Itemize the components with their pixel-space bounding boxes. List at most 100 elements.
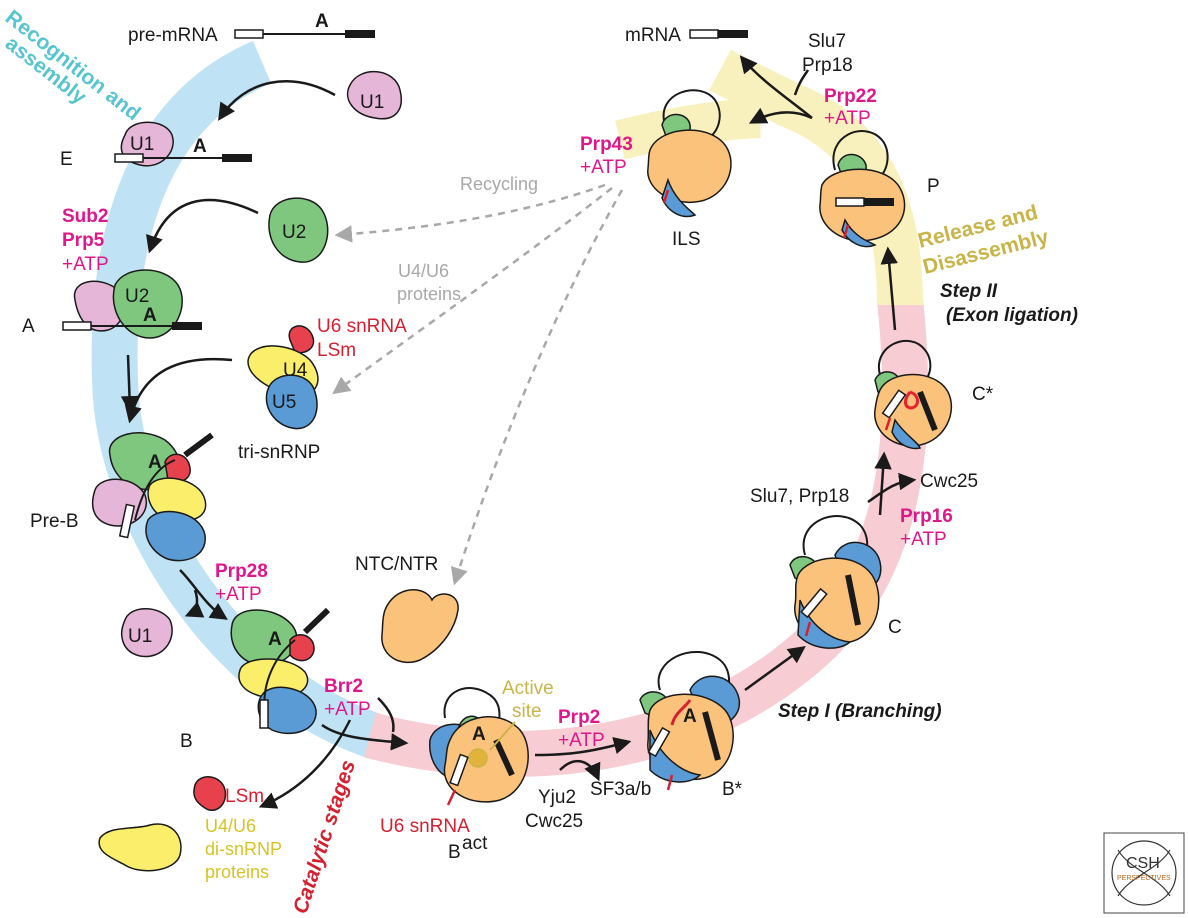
- svg-text:(Exon ligation): (Exon ligation): [946, 305, 1078, 326]
- svg-text:site: site: [512, 701, 542, 722]
- svg-text:+ATP: +ATP: [580, 157, 627, 178]
- arrow-bact-to-bstar: [534, 737, 632, 757]
- svg-text:proteins: proteins: [205, 862, 269, 882]
- arrow-cwc25-release: [867, 472, 917, 504]
- svg-text:ILS: ILS: [672, 229, 701, 250]
- slu7-prp18-label: Slu7 Prp18: [802, 31, 853, 76]
- arrow-c-to-cstar: [874, 451, 892, 516]
- svg-text:Active: Active: [502, 678, 554, 699]
- svg-text:A: A: [683, 706, 697, 727]
- svg-text:Prp18: Prp18: [802, 55, 853, 76]
- svg-text:U5: U5: [272, 392, 296, 413]
- svg-text:Step II: Step II: [940, 281, 998, 302]
- svg-text:mRNA: mRNA: [625, 25, 681, 46]
- svg-text:+ATP: +ATP: [62, 254, 109, 275]
- svg-text:A: A: [143, 305, 157, 326]
- u1-released: U1: [121, 608, 173, 658]
- catalytic-label: Catalytic stages: [289, 757, 360, 916]
- arrow-u1-release: [184, 589, 205, 618]
- svg-text:+ATP: +ATP: [558, 730, 605, 751]
- svg-text:U4/U6: U4/U6: [205, 816, 256, 836]
- svg-text:A: A: [472, 724, 486, 745]
- arrow-preb-to-b: [179, 569, 228, 620]
- svg-text:U1: U1: [360, 92, 384, 113]
- brr2-label: Brr2 +ATP: [324, 676, 371, 720]
- complex-bact: A U6 snRNA B act Active site: [380, 678, 554, 863]
- svg-text:CSH: CSH: [1126, 855, 1160, 872]
- svg-text:U2: U2: [125, 286, 149, 307]
- slu7-prp18-cwc25-label: Slu7, Prp18 Cwc25: [750, 471, 978, 507]
- arrow-bstar-to-c: [744, 645, 806, 692]
- prp22-label: Prp22 +ATP: [824, 86, 877, 129]
- svg-text:U4/U6: U4/U6: [398, 261, 449, 281]
- u46-di-snrnp-proteins: U4/U6 di-snRNP proteins: [98, 816, 282, 882]
- svg-text:Cwc25: Cwc25: [920, 471, 978, 492]
- svg-text:Yju2: Yju2: [538, 787, 576, 808]
- prp28-label: Prp28 +ATP: [215, 561, 268, 605]
- prp16-label: Prp16 +ATP: [900, 506, 953, 550]
- csh-perspectives-logo: CSH PERSPECTIVES: [1103, 832, 1185, 914]
- svg-text:B: B: [448, 842, 461, 863]
- svg-text:+ATP: +ATP: [900, 529, 947, 550]
- arrow-lsm-release: [258, 719, 352, 809]
- prp43-label: Prp43 +ATP: [580, 134, 633, 178]
- arrow-b-to-bact: [321, 723, 409, 751]
- complex-p: P: [819, 130, 940, 248]
- svg-text:+ATP: +ATP: [215, 584, 262, 605]
- svg-text:U2: U2: [282, 222, 306, 243]
- arrow-slu7-release: [793, 69, 810, 96]
- svg-text:LSm: LSm: [225, 786, 264, 807]
- svg-text:LSm: LSm: [317, 340, 356, 361]
- svg-text:U1: U1: [130, 134, 154, 155]
- svg-text:E: E: [60, 149, 73, 170]
- svg-text:P: P: [927, 176, 940, 197]
- svg-text:Recycling: Recycling: [460, 174, 538, 194]
- svg-text:proteins: proteins: [397, 284, 461, 304]
- svg-text:Pre-B: Pre-B: [30, 511, 79, 532]
- svg-text:A: A: [268, 629, 282, 650]
- svg-text:di-snRNP: di-snRNP: [205, 839, 282, 859]
- svg-text:tri-snRNP: tri-snRNP: [238, 442, 320, 463]
- svg-text:A: A: [315, 11, 329, 32]
- svg-text:U4: U4: [283, 360, 308, 381]
- arrow-cstar-to-p: [880, 246, 898, 331]
- complex-pre-b: A Pre-B: [30, 432, 214, 562]
- arrow-a-to-preb: [120, 354, 139, 414]
- arrow-u2-join: [146, 198, 259, 254]
- svg-text:Prp28: Prp28: [215, 561, 268, 582]
- yju2-cwc25-label: Yju2 Cwc25 SF3a/b: [525, 779, 651, 832]
- svg-text:Prp2: Prp2: [558, 707, 600, 728]
- u2-free: U2: [268, 197, 329, 263]
- svg-text:+ATP: +ATP: [324, 699, 371, 720]
- svg-text:NTC/NTR: NTC/NTR: [355, 554, 438, 575]
- prp2-label: Prp2 +ATP: [558, 707, 605, 751]
- svg-text:act: act: [462, 833, 488, 854]
- step-2-label: Step II (Exon ligation): [940, 281, 1078, 326]
- svg-text:PERSPECTIVES: PERSPECTIVES: [1117, 875, 1171, 882]
- step-1-label: Step I (Branching): [778, 701, 942, 722]
- svg-text:Prp43: Prp43: [580, 134, 633, 155]
- svg-text:Slu7, Prp18: Slu7, Prp18: [750, 486, 849, 507]
- svg-text:Prp5: Prp5: [62, 230, 105, 251]
- svg-text:SF3a/b: SF3a/b: [590, 779, 651, 800]
- svg-text:Prp16: Prp16: [900, 506, 953, 527]
- arrow-tri-join: [124, 357, 233, 424]
- svg-text:+ATP: +ATP: [824, 108, 871, 129]
- svg-text:C*: C*: [972, 384, 994, 405]
- recycling-arrows: Recycling U4/U6 proteins: [332, 174, 624, 586]
- arrow-sf3ab-release: [559, 759, 601, 782]
- svg-text:Sub2: Sub2: [62, 206, 108, 227]
- mrna: mRNA: [625, 25, 748, 46]
- svg-text:A: A: [193, 136, 207, 157]
- svg-text:Slu7: Slu7: [808, 31, 846, 52]
- svg-text:B: B: [180, 731, 193, 752]
- complex-c-star: C*: [874, 339, 994, 450]
- complex-c: C: [789, 515, 902, 649]
- svg-text:C: C: [888, 617, 902, 638]
- svg-text:A: A: [22, 316, 35, 337]
- arrow-p-to-ils: [748, 107, 813, 124]
- svg-text:pre-mRNA: pre-mRNA: [128, 25, 218, 46]
- pre-mrna: pre-mRNA A: [128, 11, 375, 46]
- complex-a: U2 A A: [22, 269, 202, 339]
